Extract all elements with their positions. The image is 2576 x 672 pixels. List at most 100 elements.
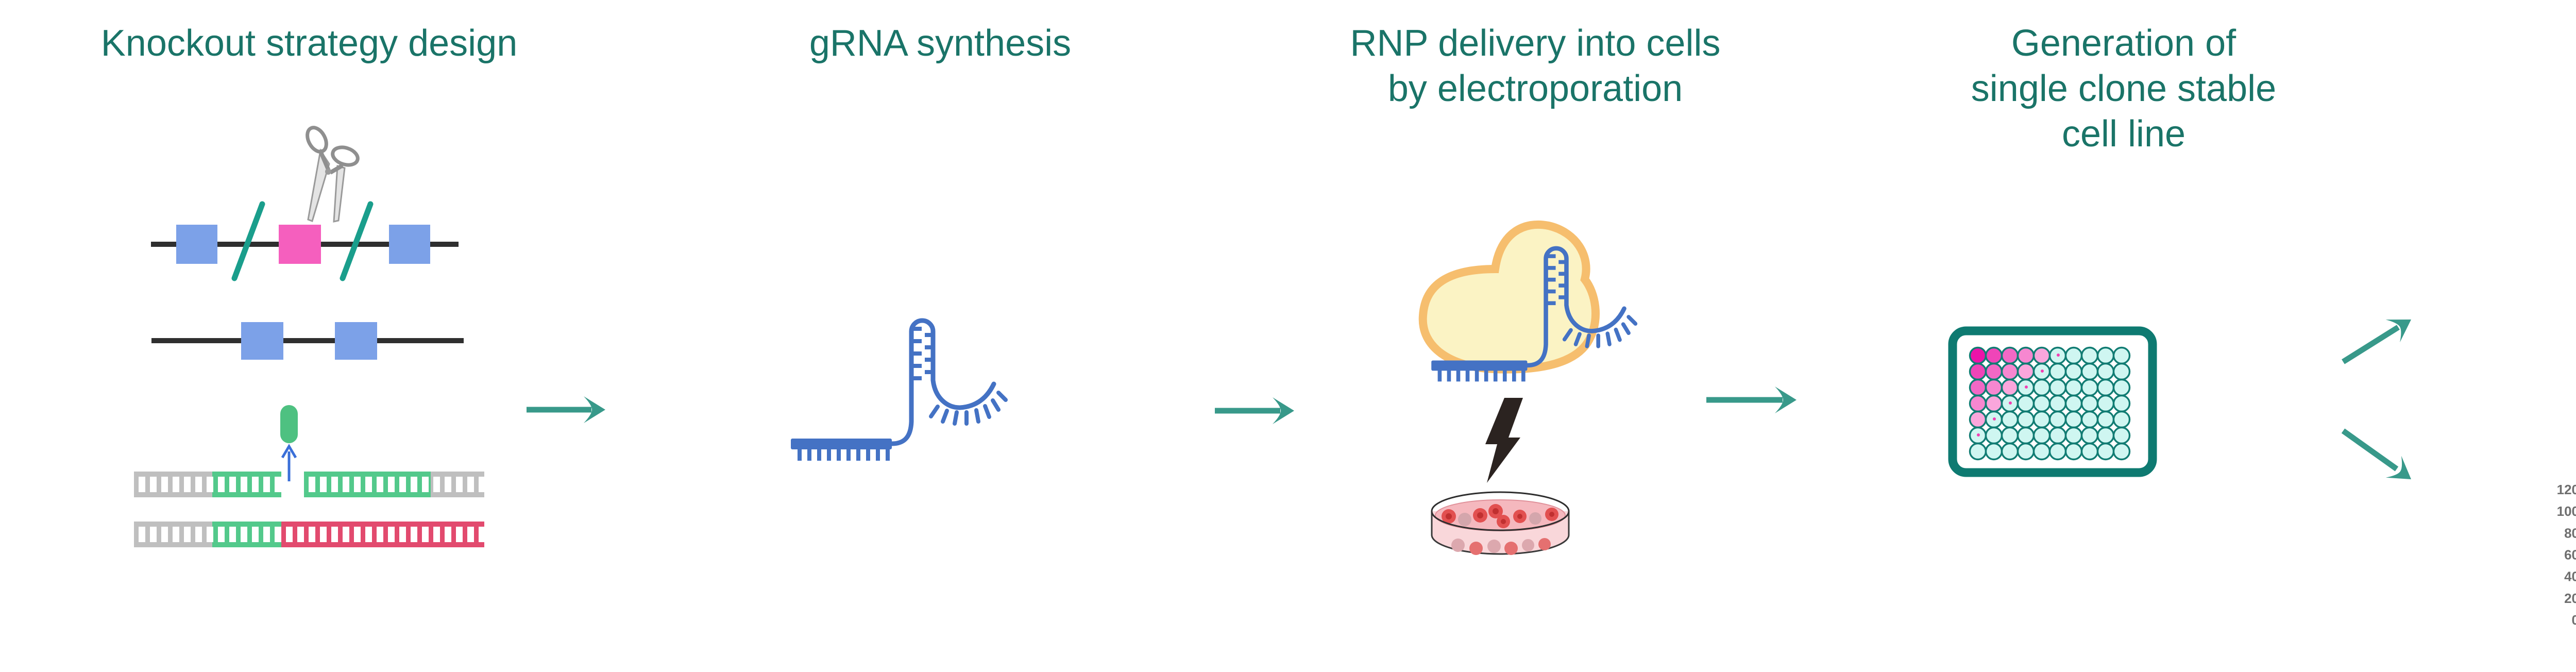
gene-diagram-wildtype (151, 201, 459, 281)
well (2112, 394, 2131, 413)
well (2080, 442, 2099, 461)
well (2112, 426, 2131, 445)
up-arrow-icon (281, 444, 297, 459)
well (1969, 362, 1987, 381)
well (2080, 394, 2099, 413)
well (1985, 426, 2003, 445)
well (2080, 346, 2099, 365)
dish-rim (1431, 491, 1570, 531)
well (1969, 394, 1987, 413)
well (1985, 362, 2003, 381)
well (2032, 426, 2051, 445)
well (2096, 394, 2115, 413)
colony-dot (2025, 385, 2028, 389)
title-line: Knockout strategy design (100, 23, 518, 64)
y-tick-label: 20 (2564, 591, 2576, 606)
y-tick-label: 40 (2564, 569, 2576, 584)
title-line: functionality test (2538, 432, 2576, 476)
colony-dot (1977, 433, 1980, 436)
arrow-right-1 (527, 396, 605, 423)
arrow-up-right (2342, 308, 2418, 364)
well (2001, 346, 2019, 365)
rnp-complex-icon (1418, 220, 1636, 381)
well (2048, 362, 2067, 381)
colony-dot (2009, 401, 2012, 405)
results-chart: 0204060801001200102030405 (2557, 482, 2576, 628)
well (1985, 442, 2003, 461)
title-line: Expression & (2538, 388, 2576, 432)
petri-dish-icon (1431, 491, 1570, 555)
gene-diagram-knockout (151, 322, 464, 360)
arrow-right-2 (1215, 397, 1294, 424)
lightning-bolt-icon (1485, 398, 1523, 483)
well (2032, 346, 2051, 365)
y-tick-label: 0 (2572, 612, 2576, 628)
well (2096, 410, 2115, 429)
title-line: single clone stable (1971, 68, 2277, 109)
well (2064, 410, 2083, 429)
well (2080, 362, 2099, 381)
well (2016, 394, 2035, 413)
well (2016, 426, 2035, 445)
well (2064, 394, 2083, 413)
well (2112, 410, 2131, 429)
arrow-down-right (2341, 428, 2419, 491)
well (2048, 442, 2067, 461)
well (2096, 442, 2115, 461)
colony-dot (2057, 354, 2060, 357)
title-line: QC (2568, 80, 2576, 125)
title-line: Generation of (2011, 23, 2236, 64)
y-tick-label: 60 (2564, 547, 2576, 563)
cells-in-dish (1442, 504, 1558, 555)
well (2048, 410, 2067, 429)
well (2048, 426, 2067, 445)
exon-box (389, 225, 430, 264)
well (1969, 378, 1987, 397)
well (2112, 378, 2131, 397)
well (2096, 378, 2115, 397)
well (2048, 378, 2067, 397)
well (2032, 378, 2051, 397)
well (2032, 442, 2051, 461)
well (2032, 410, 2051, 429)
well (2016, 362, 2035, 381)
excised-fragment-icon (280, 405, 298, 481)
step-title-expression-test: Expression & functionality test (2538, 388, 2576, 476)
well (1985, 378, 2003, 397)
well (2096, 362, 2115, 381)
well (2001, 362, 2019, 381)
title-line: cell line (2061, 113, 2186, 155)
well (2112, 362, 2131, 381)
y-tick-label: 80 (2564, 525, 2576, 541)
cas9-protein-blob (1418, 220, 1600, 374)
well (2016, 442, 2035, 461)
well (2048, 394, 2067, 413)
arrow-right-3 (1706, 387, 1797, 413)
well (2080, 426, 2099, 445)
y-tick-label: 100 (2557, 503, 2576, 519)
well (2064, 362, 2083, 381)
exon-box (241, 322, 283, 360)
well (2001, 378, 2019, 397)
colony-dot (1993, 417, 1996, 421)
well (2001, 410, 2019, 429)
well (2032, 394, 2051, 413)
plate-wells (1969, 346, 2131, 461)
well (2112, 442, 2131, 461)
well (2016, 346, 2035, 365)
well (1985, 346, 2003, 365)
y-tick-label: 120 (2557, 482, 2576, 497)
step-title-single-clone: Generation of single clone stable cell l… (1892, 21, 2355, 157)
well (2016, 410, 2035, 429)
well (2001, 426, 2019, 445)
well (2096, 426, 2115, 445)
well (1969, 442, 1987, 461)
well (2096, 346, 2115, 365)
target-exon-box (279, 225, 321, 264)
scissors-icon (306, 126, 360, 223)
well (2064, 442, 2083, 461)
step-title-knockout-design: Knockout strategy design (52, 21, 567, 66)
cut-marks (231, 201, 374, 281)
